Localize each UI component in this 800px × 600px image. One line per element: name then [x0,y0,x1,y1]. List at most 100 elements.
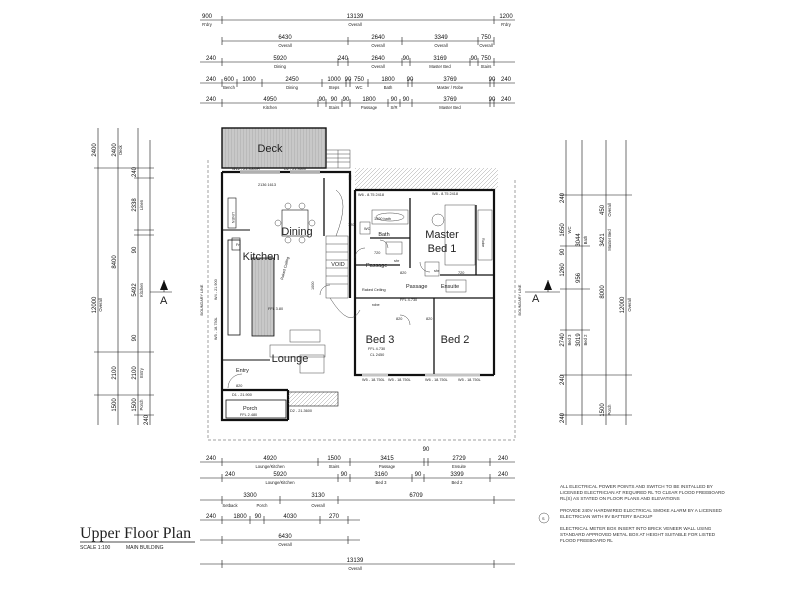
dim-top-row3-3: 2640 [371,56,385,62]
room-master: Master [425,229,459,241]
dim-bottom-row6: 13139 [347,558,364,564]
dim-top-row4-9-sub: Master / Robe [437,85,464,90]
door-swings [227,239,431,389]
section-arrow-right-icon [544,280,552,290]
dim-top-row3-0: 240 [206,56,217,62]
porch-area [225,399,287,419]
dim-top-row1-center: 13139 [347,14,364,20]
deck-area [221,127,327,169]
dim-bottom-row3-2: 6709 [409,493,423,499]
dim-top-row2-1: 2640 [371,35,385,41]
ffl-passage: FFL 4.730 [400,298,417,302]
ffl-kitchen: FFL 3.80 [268,307,283,311]
opening-1000: 1000 [311,282,315,290]
dim-right-c3-1: 8000 [600,285,606,299]
dim-top-row4-6-sub: WC [356,85,363,90]
dim-bottom-row1-0: 240 [206,456,217,462]
dim-left-inner-2-sub: Linen [139,199,144,210]
dim-top-row5-7: 90 [403,97,410,103]
dim-top-row2-0: 6430 [278,35,292,41]
dim-bottom-row1-1-sub: Lounge/Kitchen [255,464,285,469]
dim-left-inner-7-sub: Porch [139,399,144,411]
dim-right-c1-3: 90 [560,248,566,255]
dim-right-c2-1-sub: Bath [583,235,588,244]
dim-left-outer-0: 2400 [92,143,98,157]
room-entry: Entry [236,368,249,374]
room-porch: Porch [243,406,257,412]
dim-bottom-row2-3-sub: Bed 3 [376,480,388,485]
dim-bottom-row3-2-sub: Overall [311,503,324,508]
dim-top-row5-1: 4950 [263,97,277,103]
plan-scale: SCALE 1:100 [80,545,111,551]
dim-left-inner-0: 2400 [112,143,118,157]
section-marker-right: A [525,280,560,305]
dim-right-c2-3: 956 [576,272,582,283]
dim-bottom-row2-4: 90 [415,472,422,478]
dim-top-row5-5: 1800 [362,97,376,103]
left-dimensions: 2400 2400 Deck 240 2338 Linen 90 8400 54… [92,128,154,425]
note-2: PROVIDE 240V HARDWIRED ELECTRICAL SMOKE … [560,508,722,519]
roof-strip [355,168,498,190]
dim-bottom-row2-2: 90 [341,472,348,478]
lounge-furniture [269,329,326,374]
window-bed: W5 - 18.750L [214,317,218,340]
raked-ceiling-1: Raked Ceiling [280,256,290,280]
dim-right-c1-6-sub: Bed 3 [567,334,572,346]
note-symbol: S [542,517,545,521]
dim-bottom-row1-2: 1500 [327,456,341,462]
dim-top-row1-right-sub: R'dry [501,22,512,27]
dim-bottom-row4-4: 270 [329,514,340,520]
dim-bottom-row5: 6430 [278,534,292,540]
door-820-a: 820 [400,271,406,275]
bath-fixtures [359,204,493,293]
dim-bottom-row6-sub: Overall [348,566,361,571]
room-kitchen: Kitchen [243,251,280,263]
dim-right-c3-2: 12000 [620,296,626,313]
boundary-line-right: BOUNDARY LINE [518,284,522,315]
kitchen-island [227,197,275,337]
room-void: VOID [331,262,344,268]
dim-top-row5-9: 90 [489,97,496,103]
dim-top-row5-8: 3769 [443,97,457,103]
dim-top-row5-10: 240 [501,97,512,103]
dim-left-inner-5: 90 [132,334,138,341]
door-720-c: 720 [458,271,464,275]
room-dining: Dining [281,226,312,238]
ceiling-bed3: CL 2450 [370,353,384,357]
note-3: ELECTRICAL METER BOX INSERT INTO BRICK V… [560,526,716,543]
dim-top-row5-3: 90 [331,97,338,103]
dim-bottom-row4-0: 240 [206,514,217,520]
shower-label: shr [394,259,400,263]
door-820-b: 820 [426,317,432,321]
door-d2: D2 - 21.3600 [290,409,312,413]
dim-left-outer-3: 1500 [112,398,118,412]
dim-left-outer-1: 8400 [112,255,118,269]
dim-right-c2-4-sub: Bed 2 [583,334,588,346]
porch-ffl: FFL 2.480 [240,413,257,417]
window-deck-2: D2 - 21.3600 [284,167,306,171]
dim-right-c1-7: 240 [560,374,566,385]
dim-bottom-row1-3-sub: Passage [379,464,396,469]
dim-top-row4-5: 90 [345,77,352,83]
dim-top-row1-left-sub: R'dry [202,22,213,27]
windows [240,170,480,376]
dim-right-c1-1-sub: Overall [607,203,612,216]
dim-bottom-row1-4: 90 [423,447,430,453]
dim-top-row3-7-sub: Stairs [481,64,492,69]
dim-bottom-row3-1: 3130 [311,493,325,499]
dim-top-row5-2: 90 [319,97,326,103]
dim-right-c1-0: 240 [560,192,566,203]
dim-top-row5-1-sub: Kitchen [263,105,278,110]
dim-left-inner-1: 240 [132,166,138,177]
room-robe2: robe [372,303,380,307]
dim-top-row2-2: 3349 [434,35,448,41]
dim-top-row3-3-sub: Overall [371,64,384,69]
section-marker-left: A [150,280,172,307]
dim-top-row2-3-sub: Overall [479,43,492,48]
dim-bottom-row2-5-sub: Bed 2 [452,480,464,485]
room-master-bed1: Bed 1 [428,243,457,255]
dim-left-inner-2: 2338 [132,198,138,212]
dim-bottom-row2-0: 240 [225,472,236,478]
internal-stairs [325,189,361,318]
plan-title: Upper Floor Plan [80,525,191,542]
